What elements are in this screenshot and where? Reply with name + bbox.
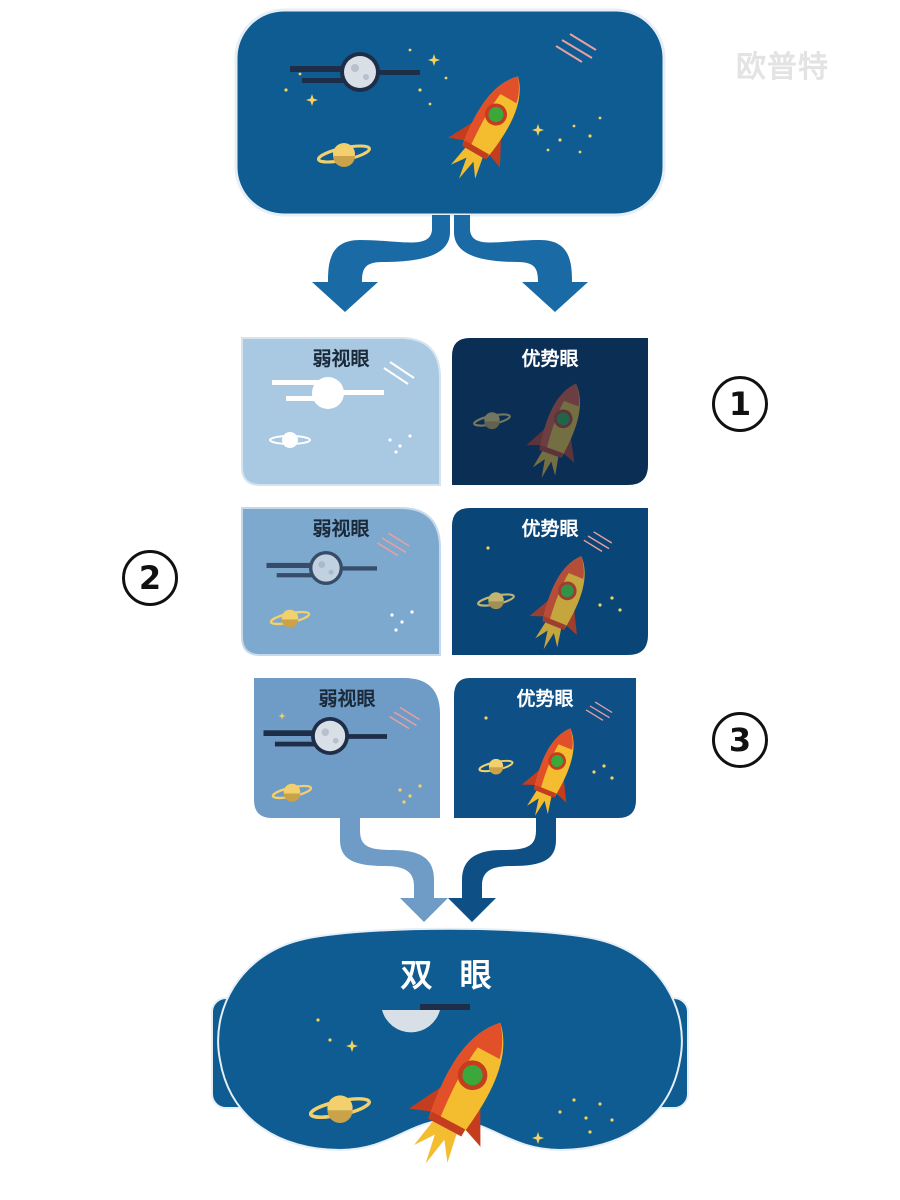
step3-weak-eye-label: 弱视眼 — [318, 688, 376, 710]
source-scene-card — [234, 8, 666, 217]
step3-dominant-eye-label-box: 优势眼 — [454, 678, 636, 710]
step2-dominant-eye-panel — [452, 508, 648, 659]
step1-weak-eye-label: 弱视眼 — [312, 348, 370, 370]
watermark-text: 欧普特 — [736, 50, 829, 85]
step1-dominant-eye-label: 优势眼 — [521, 348, 579, 370]
step2-dominant-eye-label: 优势眼 — [521, 518, 579, 540]
step1-weak-eye-label-box: 弱视眼 — [242, 338, 440, 370]
merge-arrows — [340, 818, 556, 922]
step1-dominant-eye-panel — [452, 338, 648, 487]
step-number-2: 2 — [122, 550, 178, 606]
step2-dominant-eye-label-box: 优势眼 — [452, 508, 648, 540]
step1-dominant-eye-label-box: 优势眼 — [452, 338, 648, 370]
binocular-label: 双 眼 — [400, 956, 500, 994]
step-number-1: 1 — [712, 376, 768, 432]
step2-weak-eye-label-box: 弱视眼 — [242, 508, 440, 540]
step2-weak-eye-panel — [241, 507, 441, 656]
goggles-result — [211, 927, 689, 1183]
step3-weak-eye-panel — [254, 678, 440, 818]
step3-dominant-eye-panel — [454, 678, 636, 825]
step-number-3: 3 — [712, 712, 768, 768]
step3-weak-eye-label-box: 弱视眼 — [254, 678, 440, 710]
split-arrows — [312, 215, 588, 312]
step1-weak-eye-panel — [241, 337, 441, 486]
step3-dominant-eye-label: 优势眼 — [516, 688, 574, 710]
step2-weak-eye-label: 弱视眼 — [312, 518, 370, 540]
